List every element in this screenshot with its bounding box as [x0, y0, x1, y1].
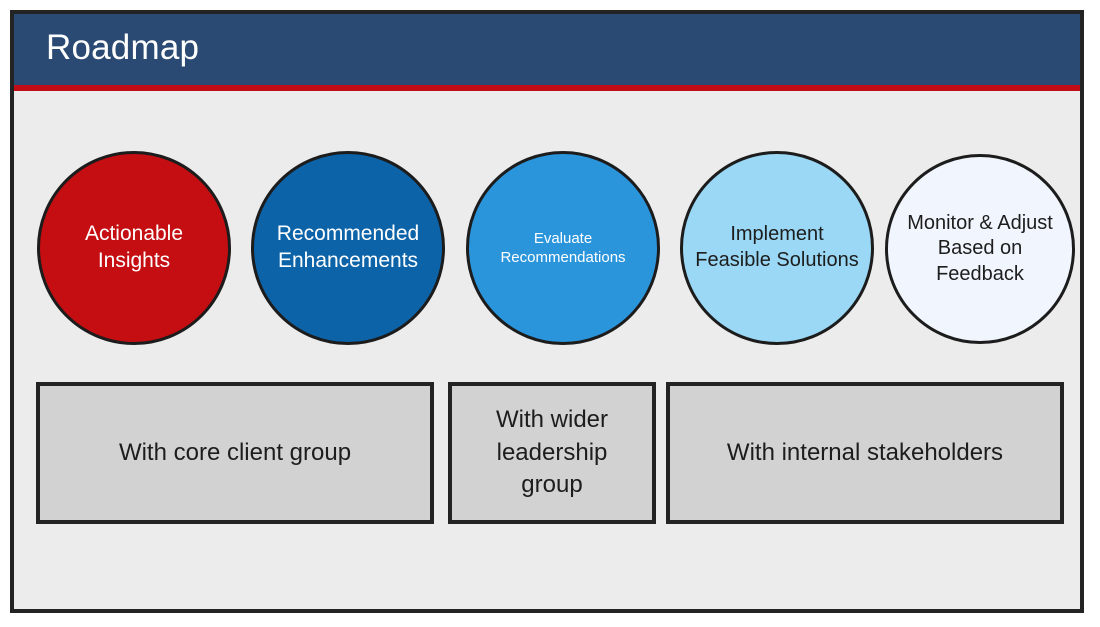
stage-label: Monitor & Adjust Based on Feedback [907, 211, 1053, 285]
audience-label: With wider leadership group [495, 406, 609, 499]
stage-circle-row: Actionable Insights Recommended Enhancem… [14, 151, 1080, 351]
audience-box-internal-stakeholders[interactable]: With internal stakeholders [666, 382, 1064, 524]
audience-box-core-client-group[interactable]: With core client group [36, 382, 434, 524]
stage-label: Implement Feasible Solutions [695, 223, 859, 271]
stage-circle-implement-feasible-solutions[interactable]: Implement Feasible Solutions [680, 151, 874, 345]
audience-label: With core client group [118, 438, 352, 466]
roadmap-slide: Roadmap Actionable Insights Recommended … [10, 10, 1084, 613]
stage-label: Actionable Insights [84, 222, 184, 272]
stage-label: Evaluate Recommendations [500, 229, 626, 266]
stage-circle-actionable-insights[interactable]: Actionable Insights [37, 151, 231, 345]
header-accent-rule [14, 85, 1080, 91]
page-title: Roadmap [46, 28, 200, 67]
slide-header: Roadmap [14, 14, 1080, 85]
stage-circle-evaluate-recommendations[interactable]: Evaluate Recommendations [466, 151, 660, 345]
audience-label: With internal stakeholders [726, 438, 1004, 466]
stage-circle-recommended-enhancements[interactable]: Recommended Enhancements [251, 151, 445, 345]
audience-box-wider-leadership-group[interactable]: With wider leadership group [448, 382, 656, 524]
stage-label: Recommended Enhancements [276, 222, 420, 272]
stage-circle-monitor-adjust-based-on-feedback[interactable]: Monitor & Adjust Based on Feedback [885, 154, 1075, 344]
audience-group-row: With core client group With wider leader… [14, 382, 1080, 524]
